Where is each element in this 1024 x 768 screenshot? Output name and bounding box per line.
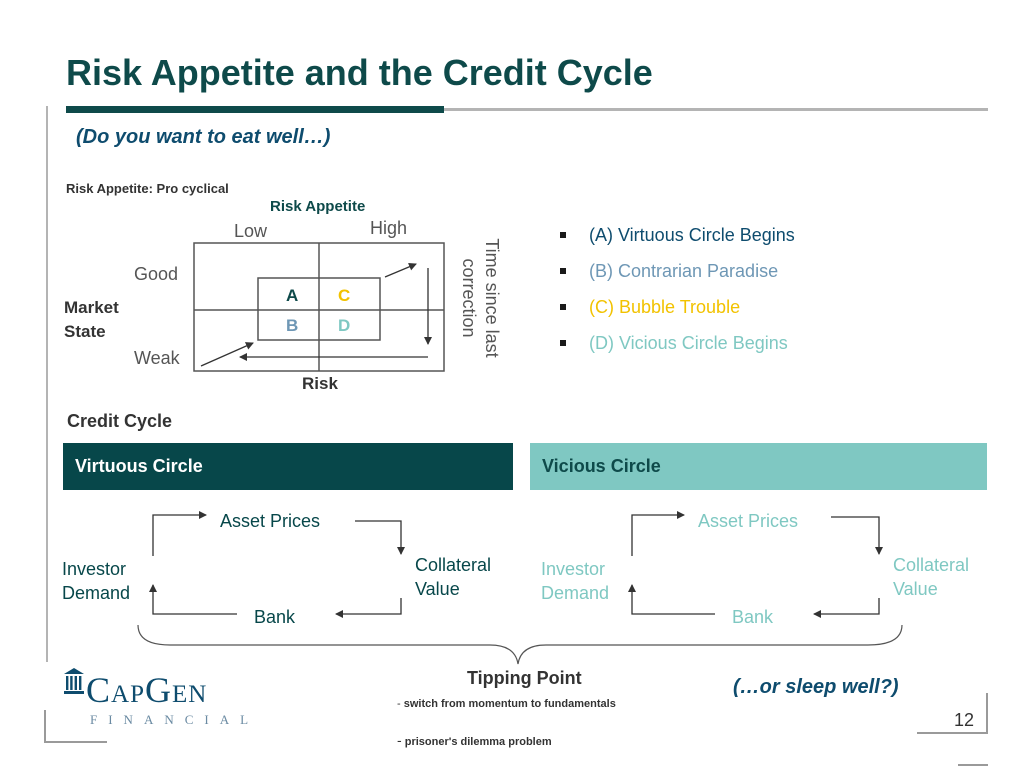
phase-label: (D) Vicious Circle Begins (589, 333, 788, 353)
bullet-square-icon (560, 340, 566, 346)
phase-item-b: (B) Contrarian Paradise (560, 258, 795, 294)
page-number-frame-horizontal (917, 732, 988, 734)
title-underline-rule (444, 108, 988, 111)
vicious-collateral-line2: Value (893, 579, 938, 599)
credit-cycle-heading: Credit Cycle (67, 411, 173, 431)
matrix-cell-c: C (338, 286, 351, 305)
virtuous-bank: Bank (254, 607, 296, 627)
matrix-inner-box (257, 277, 381, 341)
bullet-square-icon (560, 304, 566, 310)
arrow-bank-to-investor (628, 584, 715, 615)
phase-label: (A) Virtuous Circle Begins (589, 225, 795, 245)
title-underline-accent (66, 106, 444, 113)
phase-item-c: (C) Bubble Trouble (560, 294, 795, 330)
phase-item-d: (D) Vicious Circle Begins (560, 330, 795, 366)
matrix-caption: Risk Appetite: Pro cyclical (66, 181, 229, 196)
tipping-point-bullet-1: - switch from momentum to fundamentals (397, 698, 616, 710)
slide-subtitle: (Do you want to eat well…) (76, 126, 331, 148)
market-state-line2: State (64, 322, 106, 341)
vicious-collateral-value: Collateral Value (893, 553, 969, 601)
matrix-cell-d: D (338, 316, 351, 335)
arrow-investor-to-asset (631, 511, 685, 556)
market-state-label: Market State (64, 296, 119, 344)
virtuous-cycle-arrows (149, 511, 405, 618)
vicious-asset-prices: Asset Prices (698, 511, 799, 531)
page-number-frame-vertical (986, 693, 988, 733)
market-state-line1: Market (64, 298, 119, 317)
column-low-label: Low (234, 221, 268, 241)
vicious-cycle-arrows (628, 511, 883, 618)
tipping-point-bullet-2: - prisoner's dilemma problem (397, 732, 552, 748)
capgen-logo: CapGen FINANCIAL (64, 668, 249, 734)
arrow-asset-to-collateral (355, 520, 405, 555)
corner-tick (958, 764, 988, 766)
bullet-square-icon (560, 268, 566, 274)
bullet-text: prisoner's dilemma problem (404, 736, 552, 748)
logo-wordmark: CapGen (86, 670, 208, 710)
page-number: 12 (954, 710, 975, 730)
virtuous-collateral-line2: Value (415, 579, 460, 599)
logo-subtitle: FINANCIAL (90, 712, 260, 727)
bullet-dash: - (397, 698, 401, 710)
phase-label: (B) Contrarian Paradise (589, 261, 779, 281)
footer-left-bracket-vertical (44, 710, 46, 742)
vicious-investor-demand: Investor Demand (541, 557, 609, 605)
risk-axis-label: Risk (302, 374, 338, 393)
arrow-investor-to-asset (152, 511, 207, 556)
bullet-square-icon (560, 232, 566, 238)
vicious-collateral-line1: Collateral (893, 555, 970, 575)
arrow-weak-to-low (200, 342, 254, 367)
row-good-label: Good (134, 264, 179, 284)
row-weak-label: Weak (134, 348, 180, 368)
arrow-asset-to-collateral (831, 516, 883, 555)
vicious-investor-line2: Demand (541, 583, 610, 603)
phase-item-a: (A) Virtuous Circle Begins (560, 222, 795, 258)
column-high-label: High (370, 218, 408, 238)
matrix-top-label: Risk Appetite (270, 198, 366, 215)
pillar-building-icon (64, 668, 84, 694)
matrix-cell-a: A (286, 286, 299, 305)
left-frame-rule (46, 106, 48, 662)
tipping-point-title: Tipping Point (467, 668, 582, 688)
vicious-investor-line1: Investor (541, 559, 606, 579)
tipping-point-brace (137, 624, 903, 665)
virtuous-investor-demand: Investor Demand (62, 557, 130, 605)
phase-label: (C) Bubble Trouble (589, 297, 741, 317)
virtuous-collateral-value: Collateral Value (415, 553, 491, 601)
virtuous-asset-prices: Asset Prices (220, 511, 321, 531)
arrow-collateral-to-bank (813, 598, 880, 618)
bullet-dash: - (397, 732, 402, 748)
virtuous-investor-line2: Demand (62, 583, 131, 603)
virtuous-investor-line1: Investor (62, 559, 127, 579)
matrix-cell-b: B (286, 316, 299, 335)
vicious-circle-banner: Vicious Circle (530, 443, 987, 490)
virtuous-collateral-line1: Collateral (415, 555, 492, 575)
closing-question: (…or sleep well?) (733, 676, 899, 698)
slide-title: Risk Appetite and the Credit Cycle (66, 52, 653, 93)
bullet-text: switch from momentum to fundamentals (403, 698, 616, 710)
virtuous-circle-banner: Virtuous Circle (63, 443, 513, 490)
arrow-to-high (384, 263, 417, 278)
vicious-bank: Bank (732, 607, 774, 627)
arrow-collateral-to-bank (335, 598, 402, 618)
phase-list: (A) Virtuous Circle Begins (B) Contraria… (560, 222, 795, 366)
arrow-bank-to-investor (149, 584, 237, 615)
footer-left-bracket-horizontal (44, 741, 107, 743)
